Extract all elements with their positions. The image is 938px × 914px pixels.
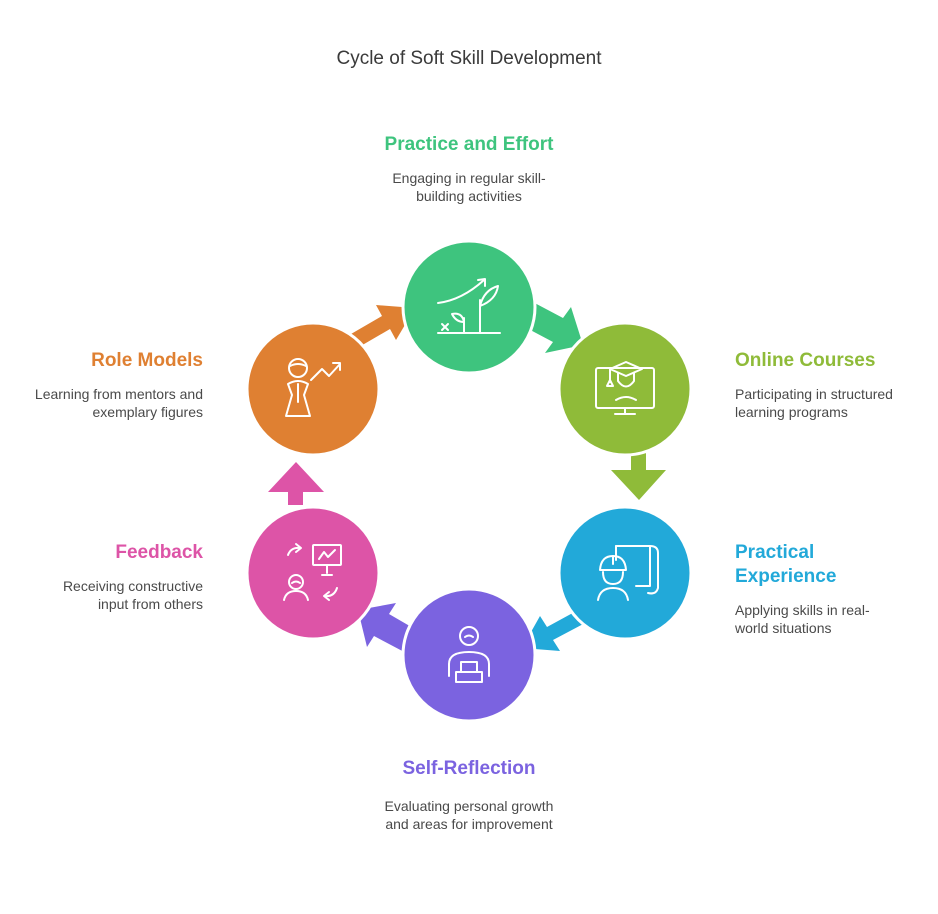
stage-description-reflection: Evaluating personal growth and areas for… [384,798,554,832]
feedback-presentation-icon [283,543,342,601]
plant-growth-chart-icon [437,278,501,334]
stage-heading-practice: Practice and Effort [384,134,554,155]
stage-circle-feedback [245,505,381,641]
stage-heading-online: Online Courses [735,350,876,371]
stage-circle-practical [557,505,693,641]
stage-circle-role [245,321,381,457]
person-at-podium-icon [448,626,490,683]
graduate-on-monitor-icon [595,361,655,415]
engineer-with-blueprint-icon [597,545,659,601]
stage-circle-online [557,321,693,457]
stage-heading-feedback: Feedback [115,542,203,563]
mentor-growth-icon [285,358,341,417]
stage-description-role: Learning from mentors and exemplary figu… [34,386,203,420]
arrow-practical-to-reflection [522,609,587,651]
stage-heading-practical: Practical Experience [735,542,837,587]
arrow-role-to-practice [351,305,415,347]
stage-description-practice: Engaging in regular skill-building activ… [392,170,546,204]
arrow-feedback-to-role [268,462,324,505]
stage-circle-reflection [401,587,537,723]
arrow-online-to-practical [611,449,666,500]
stage-circle-practice [401,239,537,375]
stage-description-feedback: Receiving constructive input from others [62,578,203,612]
stage-description-practical: Applying skills in real-world situations [735,602,870,636]
stage-heading-reflection: Self-Reflection [402,758,536,779]
stage-heading-role: Role Models [91,350,203,371]
diagram-title: Cycle of Soft Skill Development [336,48,602,69]
stage-description-online: Participating in structured learning pro… [735,386,893,420]
